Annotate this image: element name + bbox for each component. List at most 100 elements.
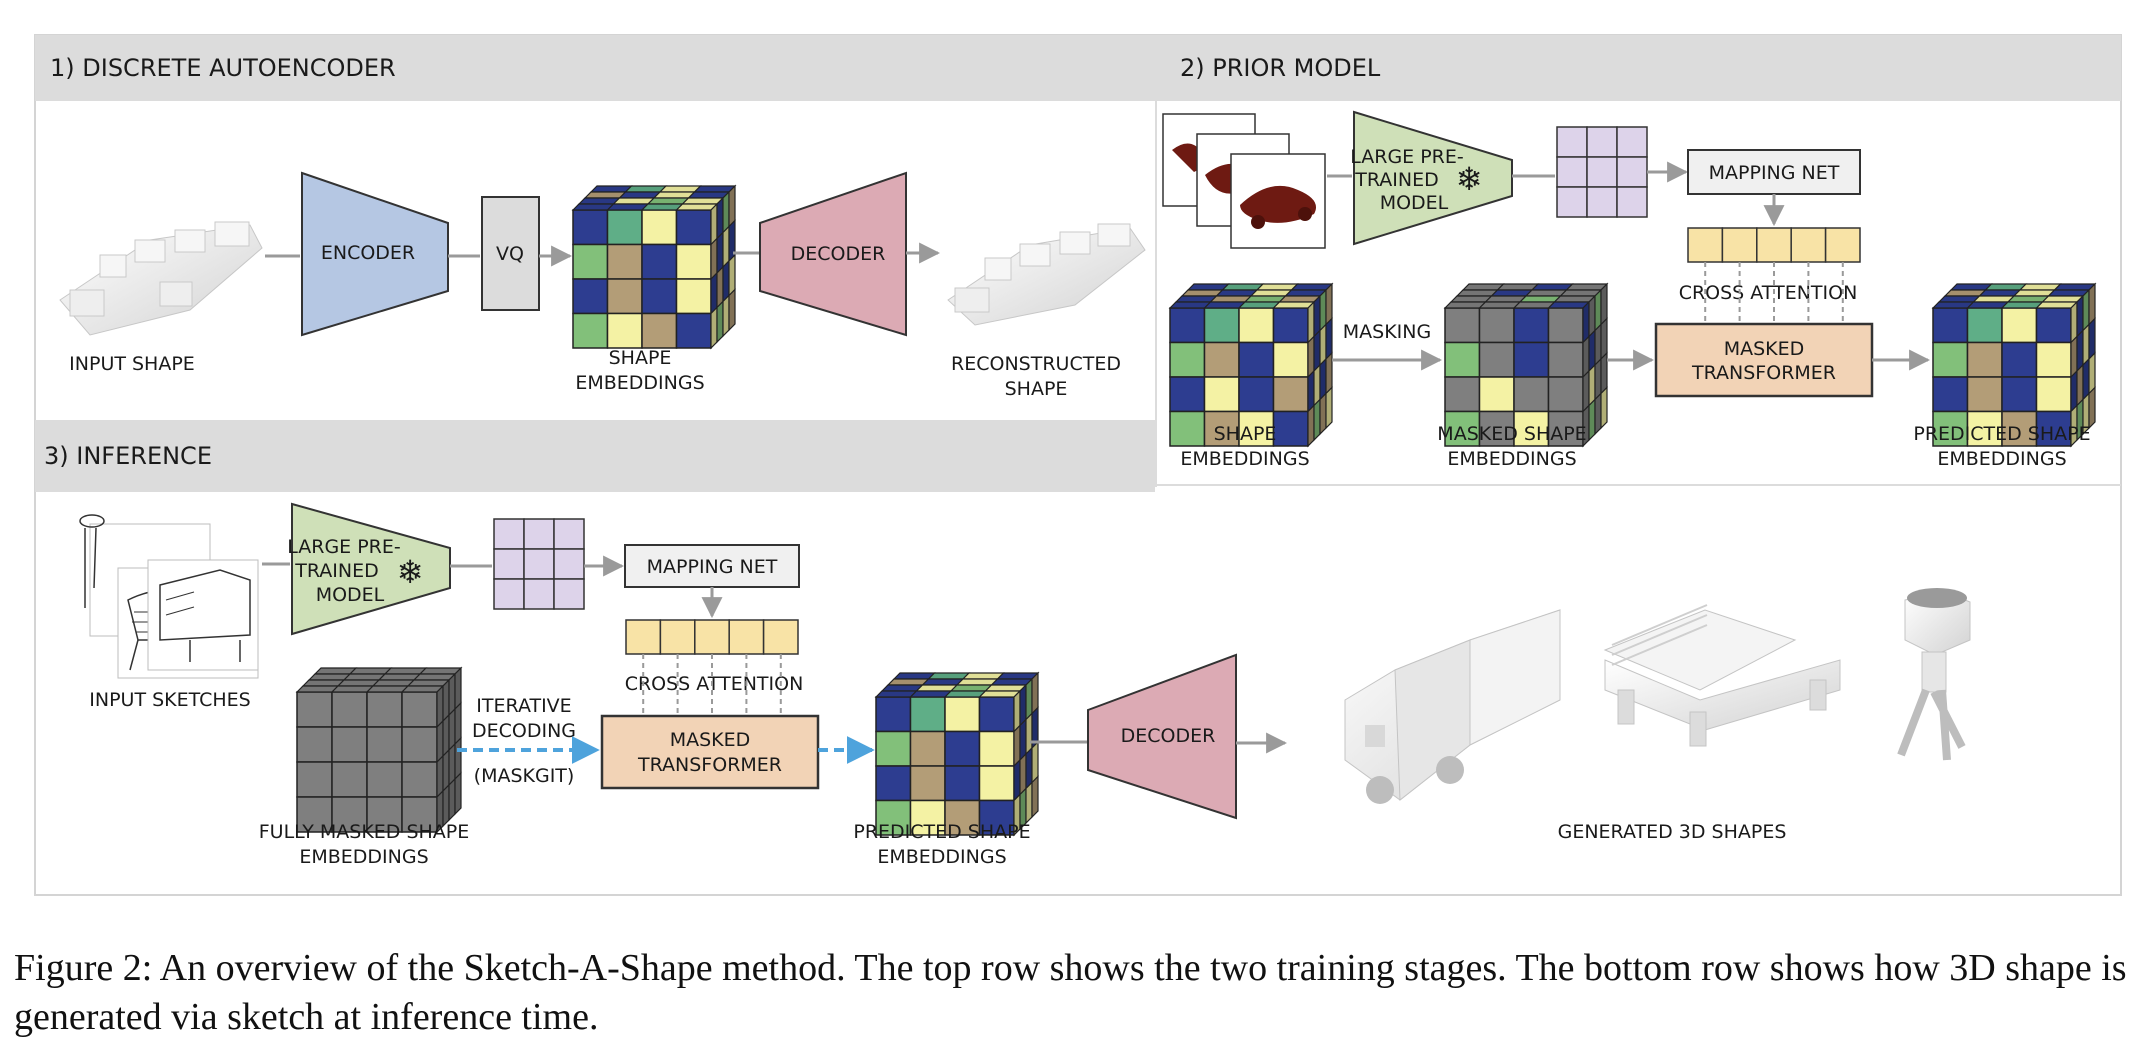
transformer-prior-line-1: MASKED bbox=[1724, 338, 1805, 360]
embedding-cell-front bbox=[2001, 410, 2038, 447]
feature-grid-cell bbox=[1556, 126, 1588, 158]
embedding-cell-front bbox=[641, 312, 678, 349]
embedding-cell-side bbox=[1600, 386, 1608, 430]
embedding-cell-front bbox=[2001, 376, 2038, 413]
embedding-cell-front bbox=[331, 691, 368, 728]
transformer-prior-line-2: TRANSFORMER bbox=[1691, 362, 1836, 384]
embedding-cell-front bbox=[1444, 341, 1481, 378]
embedding-cell-top bbox=[886, 678, 930, 686]
feature-grid-cell bbox=[1586, 186, 1618, 218]
embedding-cell-front bbox=[641, 243, 678, 280]
generated-shapes-label: GENERATED 3D SHAPES bbox=[1558, 821, 1787, 843]
embedding-cell-side bbox=[722, 259, 730, 303]
embedding-cell-top bbox=[400, 685, 445, 693]
embedding-cell-front bbox=[331, 761, 368, 798]
embedding-cell-front bbox=[1272, 341, 1309, 378]
embedding-cell-top bbox=[990, 678, 1034, 686]
embedding-cell-top bbox=[640, 203, 684, 211]
embedding-cell-top bbox=[1943, 289, 1987, 297]
embedding-cell-side bbox=[2076, 294, 2084, 338]
embedding-cell-side bbox=[2070, 335, 2078, 379]
embedding-cell-front bbox=[366, 726, 403, 763]
feature-grid-cell bbox=[553, 548, 585, 580]
attention-token bbox=[659, 619, 696, 655]
embedding-cell-front bbox=[2035, 376, 2072, 413]
iterative-label-a: ITERATIVE bbox=[476, 695, 571, 717]
recon-label-a: RECONSTRUCTED bbox=[951, 353, 1121, 375]
embedding-cell-top bbox=[1478, 301, 1522, 309]
embedding-cell-front bbox=[1203, 341, 1240, 378]
embedding-cell-front bbox=[1203, 307, 1240, 344]
embedding-cell-side bbox=[1582, 369, 1590, 413]
embedding-cell-front bbox=[1966, 307, 2003, 344]
embedding-cell-top bbox=[1530, 283, 1574, 291]
embedding-cell-front bbox=[1169, 410, 1206, 447]
attention-tokens-prior bbox=[1687, 227, 1861, 263]
embedding-cell-front bbox=[1547, 376, 1584, 413]
embedding-cell-side bbox=[436, 684, 444, 729]
embedding-cell-side bbox=[1313, 363, 1321, 407]
embedding-cell-front bbox=[675, 278, 712, 315]
embedding-cell-top bbox=[577, 197, 621, 205]
masked-embeddings-label-a: MASKED SHAPE bbox=[1437, 423, 1586, 445]
predicted-label-inf-a: PREDICTED SHAPE bbox=[853, 821, 1030, 843]
shape-embeddings-cube-2 bbox=[1168, 282, 1334, 448]
embedding-cell-side bbox=[436, 754, 444, 799]
embedding-cell-front bbox=[572, 278, 609, 315]
embedding-cell-side bbox=[2076, 363, 2084, 407]
embedding-cell-side bbox=[448, 777, 456, 822]
embedding-cell-front bbox=[2035, 410, 2072, 447]
embedding-cell-top bbox=[1443, 301, 1487, 309]
embedding-cell-side bbox=[2082, 357, 2090, 401]
embedding-cell-top bbox=[618, 191, 662, 199]
embedding-cell-front bbox=[1966, 341, 2003, 378]
embedding-cell-top bbox=[330, 685, 375, 693]
embedding-cell-top bbox=[915, 684, 959, 692]
embedding-cell-side bbox=[454, 701, 462, 746]
embedding-cell-side bbox=[722, 225, 730, 269]
embedding-cell-side bbox=[1319, 323, 1327, 367]
embedding-cell-top bbox=[2053, 283, 2097, 291]
embedding-cell-side bbox=[454, 666, 462, 711]
embedding-cell-top bbox=[1461, 283, 1505, 291]
embedding-cell-side bbox=[1325, 317, 1333, 361]
embedding-cell-top bbox=[307, 673, 352, 681]
figure-diagram: 1) DISCRETE AUTOENCODER 2) PRIOR MODEL 3… bbox=[34, 34, 2122, 896]
predicted-label-inf-b: EMBEDDINGS bbox=[877, 846, 1006, 868]
embedding-cell-front bbox=[675, 243, 712, 280]
embedding-cell-top bbox=[301, 679, 346, 687]
embedding-cell-front bbox=[1169, 376, 1206, 413]
embedding-cell-side bbox=[1319, 392, 1327, 436]
embedding-cell-top bbox=[1524, 289, 1568, 297]
feature-grid-cell bbox=[523, 548, 555, 580]
embedding-cell-front bbox=[366, 691, 403, 728]
masked-shape-embeddings-cube bbox=[1443, 282, 1609, 448]
embedding-cell-side bbox=[442, 713, 450, 758]
generated-lamp-render bbox=[1897, 588, 1971, 761]
embedding-cell-front bbox=[572, 209, 609, 246]
embedding-cell-top bbox=[1255, 283, 1299, 291]
embedding-cell-top bbox=[1186, 283, 1230, 291]
embedding-cell-top bbox=[1966, 301, 2010, 309]
embedding-cell-top bbox=[1215, 289, 1259, 297]
embedding-cell-top bbox=[583, 191, 627, 199]
embedding-cell-top bbox=[1978, 289, 2022, 297]
embedding-cell-side bbox=[1588, 329, 1596, 373]
embedding-cell-front bbox=[978, 765, 1015, 802]
embedding-cell-front bbox=[909, 730, 946, 767]
embedding-cell-front bbox=[944, 765, 981, 802]
recon-label-b: SHAPE bbox=[1005, 378, 1068, 400]
feature-grid-cell bbox=[523, 518, 555, 550]
embedding-cell-top bbox=[1559, 289, 1603, 297]
embedding-cell-side bbox=[1594, 392, 1602, 436]
embedding-cell-top bbox=[365, 685, 410, 693]
embedding-cell-front bbox=[1238, 410, 1275, 447]
embedding-cell-top bbox=[1284, 289, 1328, 297]
embedding-cell-front bbox=[1272, 307, 1309, 344]
vq-block bbox=[481, 196, 540, 311]
pretrained-inf-line-2: TRAINED bbox=[294, 560, 379, 582]
fully-masked-label-b: EMBEDDINGS bbox=[299, 846, 428, 868]
embedding-cell-side bbox=[1031, 671, 1039, 715]
embedding-cell-top bbox=[1972, 295, 2016, 303]
embedding-cell-side bbox=[716, 231, 724, 275]
